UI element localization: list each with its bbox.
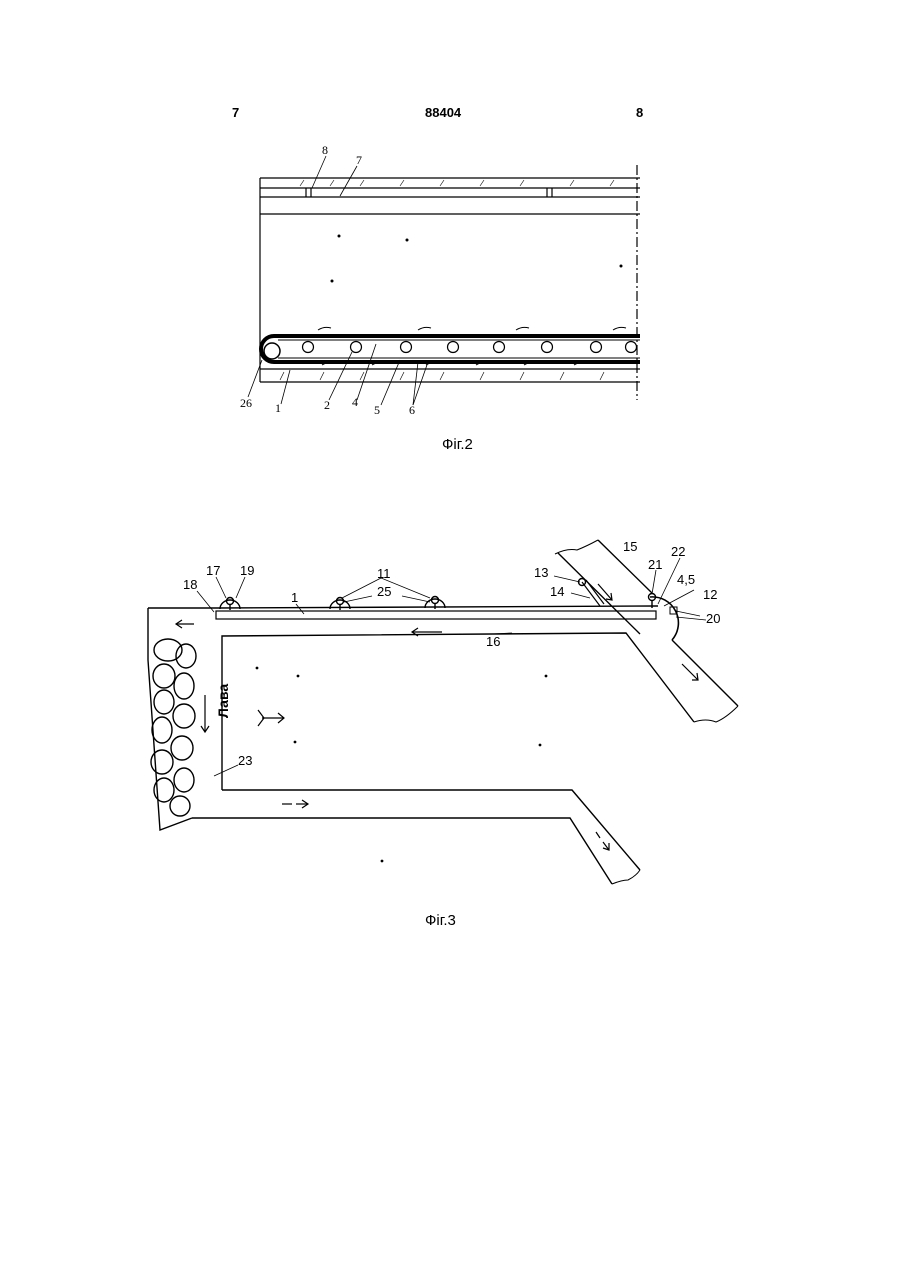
fig3-label-15: 15 <box>623 539 637 554</box>
fig3-label-21: 21 <box>648 557 662 572</box>
fig3-label-20: 20 <box>706 611 720 626</box>
fig3-label-16: 16 <box>486 634 500 649</box>
fig3-label-17: 17 <box>206 563 220 578</box>
fig3-label-19: 19 <box>240 563 254 578</box>
fig3-label-25: 25 <box>377 584 391 599</box>
fig3-label-12: 12 <box>703 587 717 602</box>
fig3-label-14: 14 <box>550 584 564 599</box>
fig3-label-1: 1 <box>291 590 298 605</box>
fig3-label-4-5: 4,5 <box>677 572 695 587</box>
fig3-label-lava: Лава <box>215 684 231 718</box>
figure-3-caption: Фіг.3 <box>425 912 456 929</box>
fig3-label-23: 23 <box>238 753 252 768</box>
fig3-label-11: 11 <box>377 566 391 581</box>
fig3-label-18: 18 <box>183 577 197 592</box>
fig3-label-13: 13 <box>534 565 548 580</box>
fig3-label-22: 22 <box>671 544 685 559</box>
